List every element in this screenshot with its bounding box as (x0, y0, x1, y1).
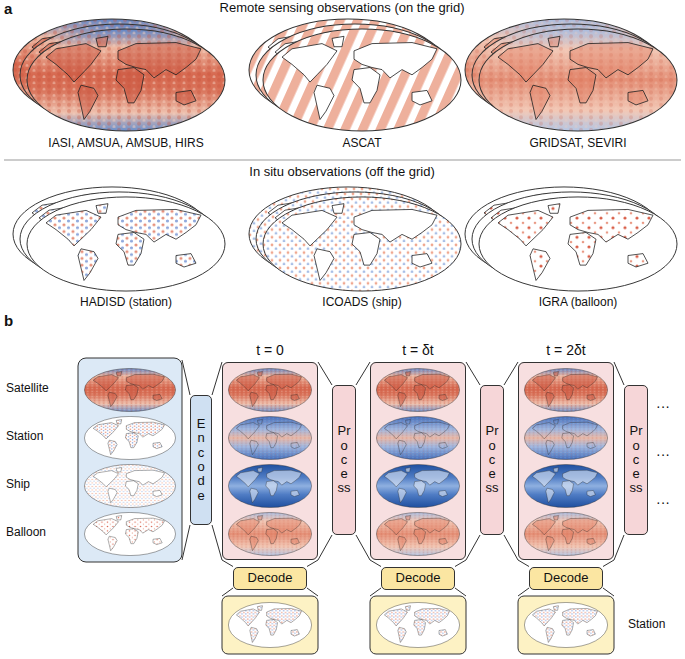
vertical-label: Encode (195, 417, 208, 503)
row-label: Satellite (6, 382, 49, 396)
row-label: Balloon (6, 526, 46, 540)
input-box (78, 358, 182, 562)
box-label: Decode (248, 571, 293, 585)
funnel-connector (614, 362, 624, 560)
encode-box: Encode (190, 395, 212, 525)
state-grounds (222, 362, 614, 560)
input-maps (84, 368, 176, 556)
decode-box: Decode (233, 567, 307, 590)
funnel-line (182, 525, 190, 560)
divider-line (4, 160, 681, 161)
ellipsis: ··· (656, 494, 670, 510)
box-label: Decode (544, 571, 589, 585)
dataset-label: ICOADS (ship) (322, 296, 401, 310)
row-label: Ship (6, 478, 30, 492)
ellipsis: ··· (656, 398, 670, 414)
row-label: Station (628, 618, 665, 632)
funnel-connector (370, 560, 466, 567)
funnel-line (182, 360, 190, 395)
map-stack (12, 18, 678, 132)
output-box (222, 596, 614, 654)
time-label: t = 0 (213, 342, 327, 358)
section-title: In situ observations (off the grid) (249, 165, 434, 180)
state-box: t = 0 (222, 362, 318, 560)
ellipsis: ··· (656, 446, 670, 462)
panel-letter: b (4, 312, 13, 329)
funnel-connector (518, 560, 614, 567)
dataset-label: HADISD (station) (80, 296, 172, 310)
process-box: Process (480, 385, 504, 535)
state-box: t = 2δt (518, 362, 614, 560)
map-stack (12, 186, 678, 292)
vertical-label: Process (630, 424, 643, 495)
decode-box: Decode (381, 567, 455, 590)
funnel-connector (222, 560, 318, 567)
funnel-connector (356, 362, 370, 560)
dataset-label: ASCAT (342, 137, 381, 151)
funnel-connector (212, 362, 222, 560)
dataset-label: IGRA (balloon) (539, 296, 618, 310)
time-label: t = 2δt (509, 342, 623, 358)
funnel-connector (466, 362, 480, 560)
funnel-connector (318, 362, 332, 560)
funnel-connector (504, 362, 518, 560)
row-label: Station (6, 430, 43, 444)
vertical-label: Process (486, 424, 499, 495)
dataset-label: GRIDSAT, SEVIRI (529, 137, 626, 151)
state-maps (228, 368, 608, 556)
time-label: t = δt (361, 342, 475, 358)
process-box: Process (332, 385, 356, 535)
decode-box: Decode (529, 567, 603, 590)
box-label: Decode (396, 571, 441, 585)
section-title: Remote sensing observations (on the grid… (220, 1, 465, 16)
panel-letter: a (4, 0, 12, 17)
vertical-label: Process (338, 424, 351, 495)
state-box: t = δt (370, 362, 466, 560)
dataset-label: IASI, AMSUA, AMSUB, HIRS (48, 137, 203, 151)
process-box: Process (624, 385, 648, 535)
